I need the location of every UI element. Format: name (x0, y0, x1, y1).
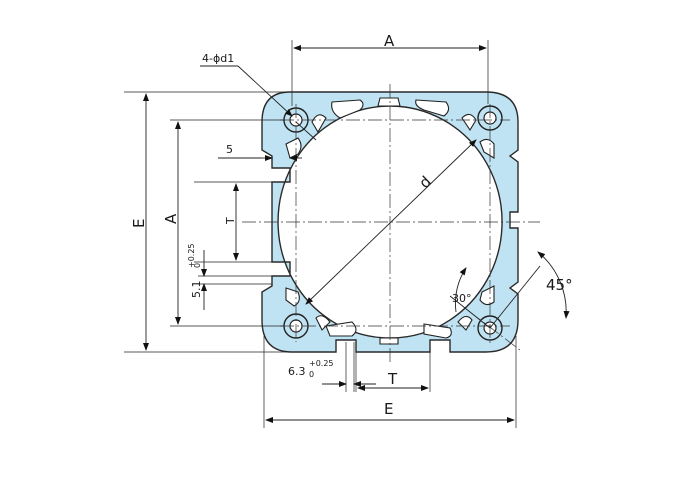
label-slot-left-t: T (224, 217, 237, 225)
label-top-a: A (384, 32, 395, 50)
label-slot-depth-left-tol-upper: +0.25 (187, 243, 196, 268)
dimension-5: 5 (218, 143, 302, 161)
dimension-left-a: A (162, 119, 284, 327)
label-angle-30: 30° (452, 292, 472, 305)
dimension-slot-depth-bottom: 6.3 +0.25 0 (288, 342, 376, 392)
label-angle-45: 45° (546, 276, 573, 294)
angle-dimensions: 30° 45° (449, 251, 573, 351)
label-left-e: E (130, 219, 148, 228)
center-lines (242, 84, 540, 362)
label-slot-depth-left: 5.1 (190, 281, 203, 299)
label-dim-5: 5 (226, 143, 233, 156)
label-hole-callout: 4-ϕd1 (202, 52, 234, 65)
label-slot-bottom-t: T (387, 370, 398, 388)
label-slot-depth-left-tol-lower: 0 (193, 263, 202, 268)
hole-callout: 4-ϕd1 (200, 52, 317, 141)
dimension-slot-bottom-t: T (355, 352, 431, 392)
dimension-left-e: E (124, 91, 290, 353)
dimension-bottom-e: E (263, 336, 517, 428)
label-left-a: A (162, 213, 180, 224)
label-slot-depth-bottom: 6.3 (288, 365, 306, 378)
dimension-top-a: A (291, 32, 489, 106)
label-slot-depth-bottom-tol-lower: 0 (309, 370, 314, 379)
label-slot-depth-bottom-tol-upper: +0.25 (309, 359, 334, 368)
dimension-slot-depth-left: 5.1 +0.25 0 (187, 243, 272, 310)
label-bottom-e: E (384, 400, 393, 418)
dimension-slot-left-t: T (194, 181, 272, 263)
